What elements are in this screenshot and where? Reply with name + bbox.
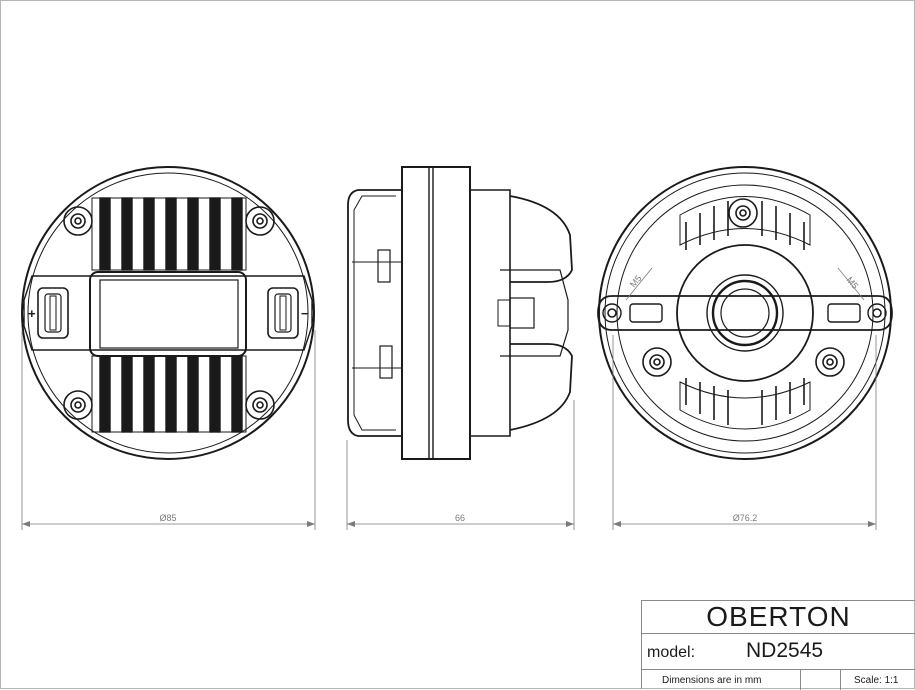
front-view	[21, 166, 315, 460]
terminal-minus-mark: −	[301, 306, 309, 321]
scale-note: Scale: 1:1	[854, 675, 899, 686]
rear-screws	[642, 198, 845, 377]
title-block-model: model: ND2545	[641, 633, 915, 669]
lower-fins	[99, 355, 243, 433]
thread-label-left: M5	[628, 273, 644, 289]
thread-label-right: M5	[844, 275, 860, 291]
brand-name: OBERTON	[706, 601, 851, 632]
rear-fins	[685, 201, 805, 425]
side-view	[347, 166, 573, 460]
model-label: model:	[647, 644, 696, 661]
model-value: ND2545	[746, 639, 824, 662]
dimension-depth: 66	[455, 513, 465, 523]
front-screws	[63, 206, 275, 420]
positive-terminal	[37, 287, 69, 339]
title-block-brand: OBERTON	[641, 600, 915, 633]
terminal-plus-mark: +	[28, 306, 36, 321]
footer-divider	[840, 670, 841, 690]
dimension-lines	[21, 330, 877, 530]
dimension-rear-diameter: Ø76.2	[733, 513, 758, 523]
dimension-front-diameter: Ø85	[159, 513, 176, 523]
footer-divider	[800, 670, 801, 690]
title-block-footer: Dimensions are in mm Scale: 1:1	[641, 669, 915, 690]
upper-fins	[99, 197, 243, 271]
dimensions-note: Dimensions are in mm	[662, 675, 762, 686]
rear-view	[597, 166, 893, 460]
negative-terminal	[267, 287, 299, 339]
